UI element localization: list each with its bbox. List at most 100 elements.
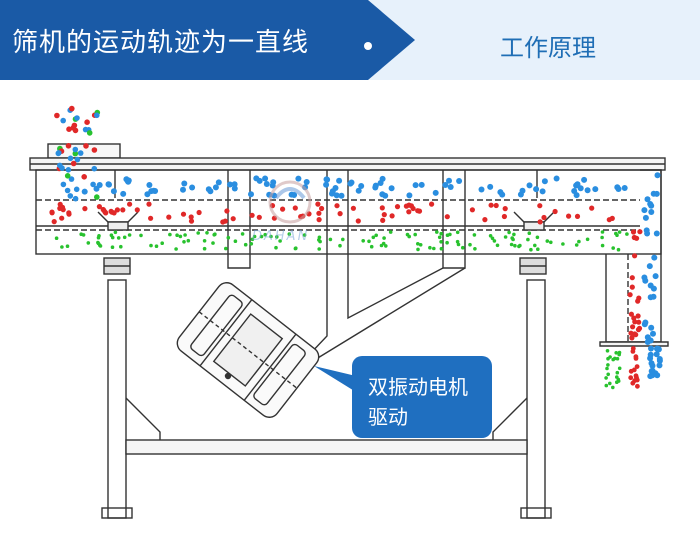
- feed-particle: [67, 193, 74, 199]
- fine-particle: [269, 234, 273, 239]
- oversize-particle: [358, 183, 365, 189]
- feed-particle: [72, 195, 79, 202]
- feed-particle: [86, 130, 93, 136]
- medium-particle: [609, 215, 615, 221]
- oversize-particle: [647, 355, 654, 362]
- fine-particle: [418, 243, 423, 247]
- medium-particle: [381, 212, 387, 218]
- oversize-particle: [649, 362, 656, 369]
- feed-particle: [69, 105, 75, 112]
- fine-particle: [226, 235, 231, 240]
- oversize-particle: [499, 191, 506, 198]
- fine-particle: [86, 241, 91, 245]
- medium-particle: [629, 284, 635, 290]
- oversize-particle: [539, 188, 546, 195]
- feed-particle: [70, 160, 77, 167]
- oversize-particle: [653, 351, 660, 358]
- medium-particle: [82, 206, 88, 212]
- oversize-particle: [581, 176, 588, 183]
- oversize-particle: [227, 181, 233, 188]
- callout-label: 双振动电机 驱动: [368, 372, 498, 432]
- medium-particle: [114, 207, 120, 213]
- fine-particle: [509, 242, 514, 247]
- oversize-particle: [577, 185, 584, 192]
- feed-particle: [68, 176, 75, 182]
- oversize-particle: [456, 178, 463, 184]
- oversize-particle: [647, 337, 654, 344]
- fine-particle: [472, 233, 477, 237]
- medium-particle: [410, 205, 416, 212]
- oversize-particle: [442, 182, 449, 188]
- brace-left: [125, 397, 161, 440]
- motor-bolt: [224, 372, 232, 380]
- fine-particle: [535, 235, 540, 240]
- oversize-particle: [215, 179, 222, 186]
- medium-particle: [502, 206, 508, 212]
- medium-particle: [134, 207, 140, 213]
- medium-particle: [49, 209, 55, 215]
- feed-particle: [73, 186, 80, 193]
- fine-particle: [374, 233, 379, 238]
- medium-particle: [488, 202, 494, 208]
- medium-particle: [406, 209, 412, 215]
- feed-particle: [64, 187, 71, 194]
- feed-particle: [91, 147, 98, 153]
- fine-particle: [367, 239, 371, 244]
- oversize-particle: [288, 191, 295, 198]
- fine-particle: [473, 247, 477, 251]
- medium-particle: [631, 367, 637, 373]
- medium-particle: [380, 217, 386, 223]
- fine-particle: [611, 385, 615, 390]
- medium-particle: [634, 377, 640, 383]
- oversize-particle: [656, 357, 663, 364]
- medium-particle: [103, 210, 109, 216]
- medium-particle: [379, 205, 385, 211]
- watermark-logo: DAHAN: [252, 180, 312, 244]
- medium-particle: [188, 214, 194, 220]
- fine-particle: [110, 245, 115, 249]
- feed-particle: [90, 181, 96, 188]
- medium-particle: [493, 202, 499, 209]
- fine-particle: [617, 230, 622, 234]
- fine-particle: [435, 230, 439, 234]
- medium-particle: [630, 346, 636, 351]
- bullet-dot: [364, 42, 372, 50]
- medium-particle: [632, 319, 638, 325]
- oversize-particle: [382, 192, 389, 199]
- medium-particle: [403, 203, 409, 209]
- oversize-particle: [652, 273, 659, 280]
- medium-particle: [574, 213, 581, 219]
- medium-particle: [220, 219, 226, 225]
- fine-particle: [616, 247, 621, 252]
- medium-particle: [501, 213, 507, 220]
- fine-particle: [361, 239, 366, 243]
- oversize-particle: [642, 214, 649, 221]
- medium-particle: [429, 201, 435, 207]
- oversize-particle: [651, 254, 658, 261]
- oversize-particle: [338, 192, 345, 199]
- fine-particle: [561, 242, 565, 246]
- fine-particle: [615, 356, 620, 361]
- oversize-particle: [647, 282, 654, 289]
- oversize-particle: [189, 184, 196, 191]
- medium-particle: [337, 211, 343, 217]
- oversize-particle: [336, 177, 343, 184]
- fine-particle: [490, 236, 495, 241]
- fine-particle: [139, 233, 143, 238]
- fine-particle: [116, 236, 121, 240]
- fine-particle: [615, 370, 620, 375]
- medium-particle: [637, 229, 643, 235]
- feed-particle: [65, 143, 72, 149]
- medium-particle: [469, 207, 475, 213]
- oversize-particle: [263, 181, 270, 187]
- fine-particle: [96, 235, 101, 240]
- oversize-particle: [641, 274, 648, 281]
- oversize-particle: [181, 180, 188, 187]
- fine-particle: [278, 239, 282, 243]
- motor-callout: [314, 356, 492, 438]
- fine-particle: [175, 233, 179, 237]
- spring-support-left: [97, 211, 139, 275]
- fine-particle: [317, 247, 322, 251]
- fine-particle: [127, 233, 132, 237]
- cross-beam: [125, 439, 528, 455]
